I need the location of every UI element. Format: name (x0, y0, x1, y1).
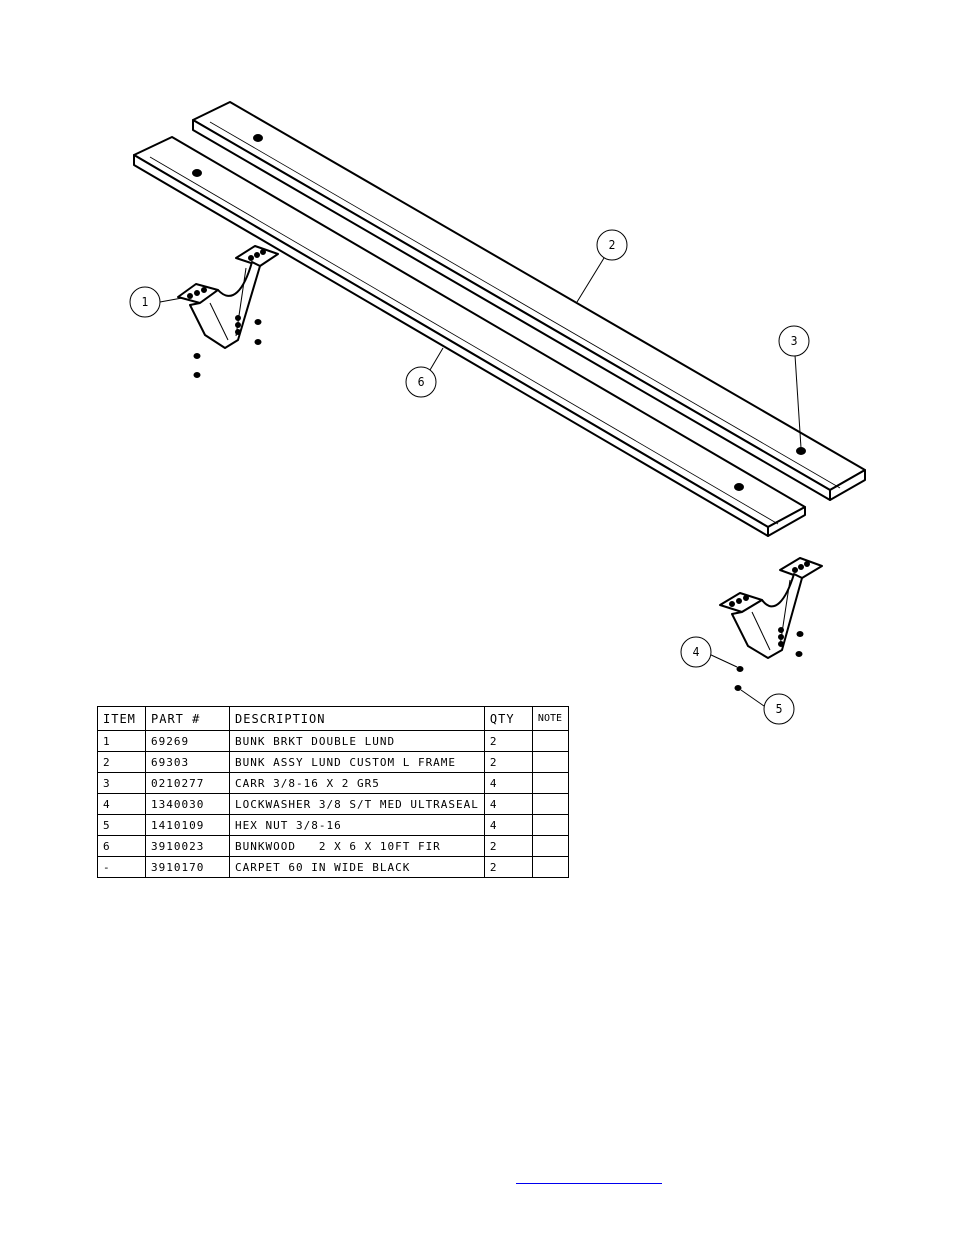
balloon-2 (596, 229, 628, 261)
cell-item: 3 (97, 772, 146, 794)
table-row: 4 1340030 LOCKWASHER 3/8 S/T MED ULTRASE… (97, 793, 569, 815)
cell-description: BUNKWOOD 2 X 6 X 10FT FIR (229, 835, 485, 857)
cell-note (531, 856, 569, 878)
cell-item: 4 (97, 793, 146, 815)
cell-part: 1340030 (145, 793, 230, 815)
cell-note (531, 772, 569, 794)
bill-of-materials-table: ITEM PART # DESCRIPTION QTY NOTE 1 69269… (97, 706, 569, 878)
cell-qty: 2 (483, 856, 533, 878)
cell-qty: 4 (483, 814, 533, 836)
header-note: NOTE (531, 706, 569, 731)
table-row: 2 69303 BUNK ASSY LUND CUSTOM L FRAME 2 (97, 751, 569, 773)
cell-item: 5 (97, 814, 146, 836)
cell-description: BUNK BRKT DOUBLE LUND (229, 730, 485, 752)
bunk-bracket-right (719, 557, 823, 659)
balloon-label-5: 5 (776, 702, 783, 716)
cell-item: 2 (97, 751, 146, 773)
footer-link[interactable] (516, 1182, 662, 1184)
cell-qty: 2 (483, 835, 533, 857)
bom-header-row: ITEM PART # DESCRIPTION QTY NOTE (97, 706, 569, 731)
cell-qty: 4 (483, 772, 533, 794)
cell-qty: 2 (483, 751, 533, 773)
bunk-bracket-left (177, 245, 279, 349)
cell-item: 1 (97, 730, 146, 752)
header-description: DESCRIPTION (229, 706, 485, 731)
hardware-fasteners (193, 319, 804, 691)
balloon-label-3: 3 (791, 334, 798, 348)
balloon-label-2: 2 (609, 238, 616, 252)
cell-description: CARR 3/8-16 X 2 GR5 (229, 772, 485, 794)
cell-part: 1410109 (145, 814, 230, 836)
bunk-board-front (133, 136, 806, 537)
cell-description: HEX NUT 3/8-16 (229, 814, 485, 836)
cell-note (531, 751, 569, 773)
cell-note (531, 835, 569, 857)
balloon-3 (778, 325, 810, 357)
cell-part: 69303 (145, 751, 230, 773)
balloon-6 (405, 366, 437, 398)
cell-note (531, 730, 569, 752)
cell-part: 3910023 (145, 835, 230, 857)
cell-description: BUNK ASSY LUND CUSTOM L FRAME (229, 751, 485, 773)
cell-description: LOCKWASHER 3/8 S/T MED ULTRASEAL (229, 793, 485, 815)
cell-note (531, 814, 569, 836)
cell-description: CARPET 60 IN WIDE BLACK (229, 856, 485, 878)
cell-item: - (97, 856, 146, 878)
cell-qty: 2 (483, 730, 533, 752)
balloon-5 (763, 693, 795, 725)
cell-part: 69269 (145, 730, 230, 752)
table-row: 5 1410109 HEX NUT 3/8-16 4 (97, 814, 569, 836)
balloon-label-1: 1 (142, 295, 149, 309)
table-row: 3 0210277 CARR 3/8-16 X 2 GR5 4 (97, 772, 569, 794)
bunk-board-back (192, 101, 866, 501)
balloon-1 (129, 286, 161, 318)
balloon-4 (680, 636, 712, 668)
cell-qty: 4 (483, 793, 533, 815)
table-row: - 3910170 CARPET 60 IN WIDE BLACK 2 (97, 856, 569, 878)
cell-part: 3910170 (145, 856, 230, 878)
header-qty: QTY (483, 706, 533, 731)
balloon-label-4: 4 (693, 645, 700, 659)
cell-note (531, 793, 569, 815)
cell-item: 6 (97, 835, 146, 857)
table-row: 6 3910023 BUNKWOOD 2 X 6 X 10FT FIR 2 (97, 835, 569, 857)
leader-lines (159, 257, 802, 707)
header-part: PART # (145, 706, 230, 731)
table-row: 1 69269 BUNK BRKT DOUBLE LUND 2 (97, 730, 569, 752)
balloon-label-6: 6 (418, 375, 425, 389)
header-item: ITEM (97, 706, 146, 731)
cell-part: 0210277 (145, 772, 230, 794)
